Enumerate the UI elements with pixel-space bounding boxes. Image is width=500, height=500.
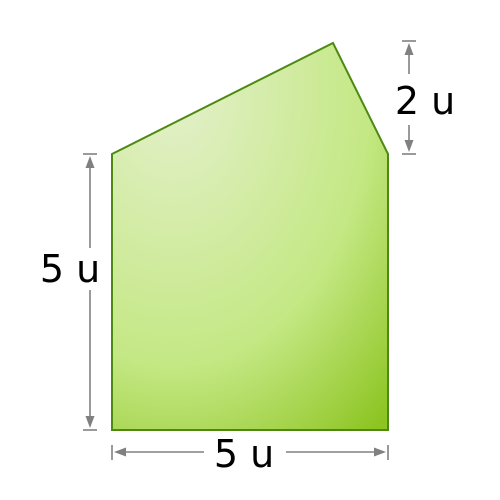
arrow-down-icon	[85, 416, 95, 428]
bottom-width-dimension	[111, 445, 389, 460]
arrow-left-icon	[114, 447, 126, 457]
arrow-up-icon	[404, 43, 414, 55]
left-height-label: 5 u	[40, 247, 100, 291]
left-height-dimension	[83, 153, 97, 431]
arrow-down-icon	[404, 140, 414, 152]
arrow-up-icon	[85, 156, 95, 168]
arrow-right-icon	[374, 447, 386, 457]
right-rise-dimension	[402, 40, 416, 155]
pentagon-shape	[111, 41, 389, 431]
right-rise-label: 2 u	[395, 79, 455, 123]
bottom-width-label: 5 u	[214, 432, 274, 476]
